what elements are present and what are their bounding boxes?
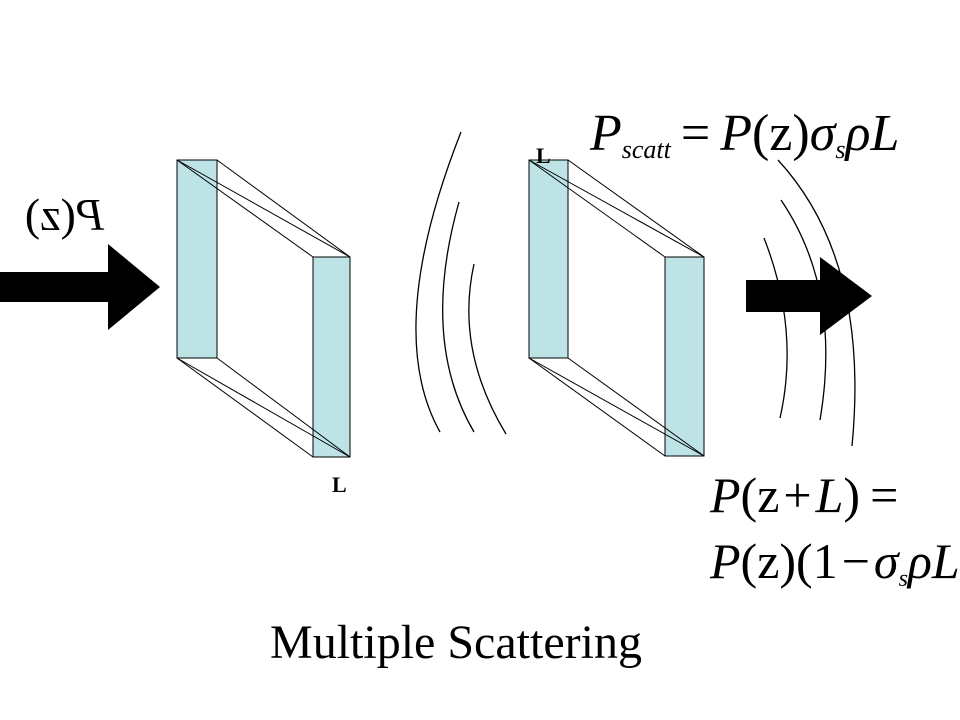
slab-2-thickness-label: L (536, 143, 551, 168)
slab-2 (528, 159, 705, 457)
diagram-caption: Multiple Scattering (270, 616, 642, 669)
incoming-power-label: P(z) (25, 189, 105, 240)
slab-1-thickness-label: L (332, 472, 347, 497)
slab-1-diagonal-top (176, 159, 351, 258)
slab-1-front-face (176, 159, 218, 359)
slab-1-diagonal-bottom (176, 357, 351, 458)
transmitted-power-equation-line-2: P(z)(1−σsρL) (709, 533, 960, 592)
slab-2-back-face (664, 256, 705, 457)
transmitted-power-equation-line-1: P(z+L)= (709, 467, 898, 523)
outgoing-arrow (746, 257, 872, 335)
slab-2-diagonal-bottom (528, 357, 705, 457)
slab-1-back-face (312, 256, 351, 458)
scatter-power-equation: Pscatt=P(z)σsρL (589, 105, 899, 164)
scatter-waves-middle (415, 131, 507, 435)
incoming-arrow (0, 244, 160, 330)
slab-2-front-face (528, 159, 569, 359)
slab-1 (176, 159, 351, 458)
slab-2-diagonal-top (528, 159, 705, 258)
